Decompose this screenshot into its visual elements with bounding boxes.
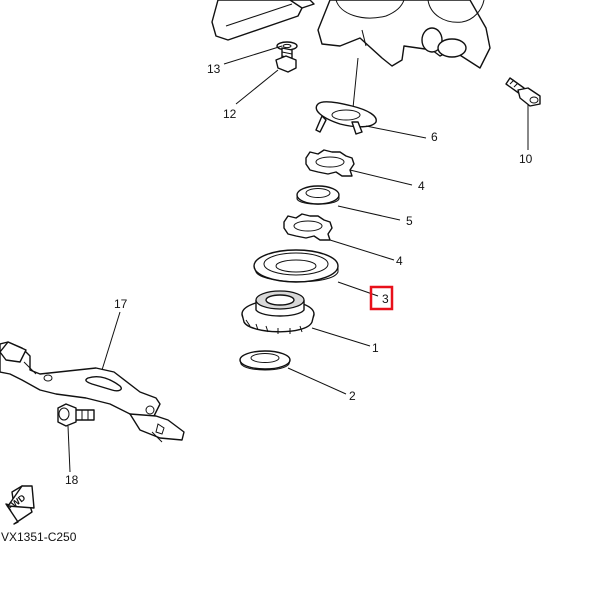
- callout-1: 1: [372, 341, 379, 355]
- callout-4-upper: 4: [418, 179, 425, 193]
- callout-3-highlight[interactable]: [369, 285, 394, 311]
- leader-lines: [67, 45, 529, 473]
- callout-18: 18: [65, 473, 79, 487]
- washer-5-part: [296, 185, 340, 205]
- bolt-12-part: [275, 47, 297, 73]
- ring-nut-4-upper-part: [305, 149, 355, 177]
- plate-6-part: [315, 101, 377, 135]
- callout-13: 13: [207, 62, 221, 76]
- callout-5: 5: [406, 214, 413, 228]
- washer-2-part: [239, 350, 291, 371]
- callout-10: 10: [519, 152, 533, 166]
- callout-4-lower: 4: [396, 254, 403, 268]
- ring-nut-4-lower-part: [283, 213, 333, 241]
- bracket-17-part: [0, 341, 185, 443]
- steering-bracket-part: [317, 0, 491, 119]
- callout-12: 12: [223, 107, 237, 121]
- callout-2: 2: [349, 389, 356, 403]
- diagram-code: VX1351-C250: [1, 530, 77, 544]
- bolt-18-part: [57, 403, 95, 427]
- callout-6: 6: [431, 130, 438, 144]
- fwd-arrow-icon: FWD: [5, 485, 35, 525]
- bearing-race-3-part: [253, 249, 339, 283]
- bearing-1-part: [241, 290, 315, 334]
- callout-17: 17: [114, 297, 128, 311]
- upper-bracket-part: [211, 0, 315, 41]
- bolt-10-part: [505, 77, 541, 107]
- callout-3: 3: [382, 292, 389, 306]
